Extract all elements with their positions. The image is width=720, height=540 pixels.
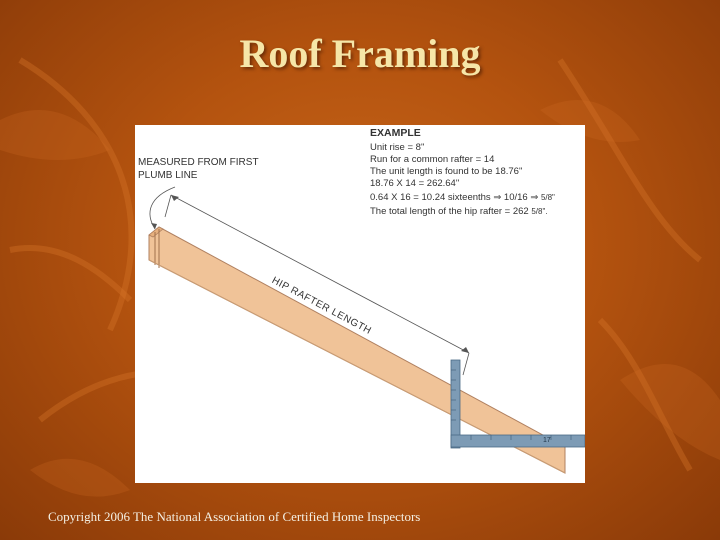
measured-label: MEASURED FROM FIRST PLUMB LINE	[138, 157, 259, 181]
slide-title: Roof Framing	[239, 31, 481, 76]
rafter-illustration	[148, 186, 585, 474]
example-line-6: The total length of the hip rafter = 262…	[370, 206, 548, 217]
example-line-1: Unit rise = 8"	[370, 142, 425, 153]
example-line-5: 0.64 X 16 = 10.24 sixteenths ⇒ 10/16 ⇒ 5…	[370, 192, 555, 203]
example-line-5-text: 0.64 X 16 = 10.24 sixteenths ⇒ 10/16 ⇒	[370, 192, 539, 203]
example-heading: EXAMPLE	[370, 127, 421, 139]
hip-rafter-figure: EXAMPLE Unit rise = 8" Run for a common …	[135, 125, 585, 483]
example-line-4: 18.76 X 14 = 262.64"	[370, 178, 460, 189]
leader-arrow	[149, 186, 176, 230]
copyright-footer: Copyright 2006 The National Association …	[48, 509, 421, 524]
framing-square	[450, 359, 585, 449]
example-line-2: Run for a common rafter = 14	[370, 154, 495, 165]
example-line-6-text: The total length of the hip rafter = 262	[370, 206, 529, 217]
square-mark: 17	[543, 437, 551, 444]
dimension-line	[170, 194, 470, 354]
example-line-3: The unit length is found to be 18.76"	[370, 166, 523, 177]
example-line-5-fraction: 5/8"	[540, 193, 555, 202]
example-line-6-fraction: 5/8".	[531, 207, 548, 216]
